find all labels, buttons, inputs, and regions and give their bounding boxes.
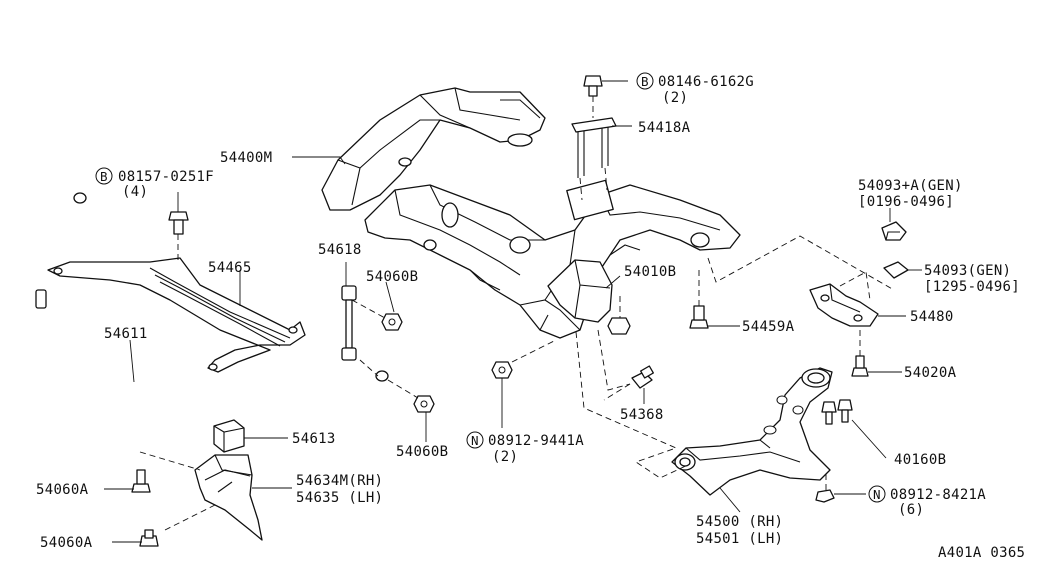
leader-lines bbox=[104, 125, 902, 543]
crossmember-54400m bbox=[321, 87, 741, 339]
label-08146-code: 08146-6162G bbox=[658, 74, 754, 90]
bracket-54418a bbox=[571, 117, 617, 201]
bushing-54613 bbox=[213, 419, 245, 453]
label-54093a-range: [0196-0496] bbox=[858, 194, 954, 210]
stabilizer-bar-54611 bbox=[21, 192, 389, 418]
bolt-marker-icon bbox=[636, 72, 654, 90]
bracket-54634m bbox=[139, 451, 263, 541]
label-54060a-upper: 54060A bbox=[36, 482, 89, 498]
label-54618: 54618 bbox=[318, 242, 362, 258]
label-40160b: 40160B bbox=[894, 452, 946, 468]
nut-54060b-upper bbox=[381, 313, 403, 331]
bolt-54368 bbox=[603, 365, 654, 401]
clip-54093a bbox=[881, 208, 907, 241]
label-54611: 54611 bbox=[104, 326, 148, 342]
bolt-54459a bbox=[689, 268, 709, 329]
label-54459a: 54459A bbox=[742, 319, 795, 335]
bolt-54060a-lower bbox=[139, 529, 159, 547]
label-54093-range: [1295-0496] bbox=[924, 279, 1020, 295]
bolt-54020a bbox=[851, 326, 869, 377]
label-54465: 54465 bbox=[208, 260, 252, 276]
nut-08912-8421a bbox=[815, 470, 835, 503]
bolt-marker-icon bbox=[95, 167, 113, 185]
dash-route-3 bbox=[575, 331, 691, 479]
label-08146-prefix: B bbox=[641, 74, 649, 89]
label-54634m: 54634M(RH) bbox=[296, 473, 383, 489]
label-54635: 54635 (LH) bbox=[296, 490, 383, 506]
label-08157-prefix: B bbox=[100, 169, 108, 184]
label-54020a: 54020A bbox=[904, 365, 957, 381]
label-54501: 54501 (LH) bbox=[696, 531, 783, 547]
figure-id: A401A 0365 bbox=[938, 545, 1025, 561]
label-54060a-lower: 54060A bbox=[40, 535, 93, 551]
bolt-08146 bbox=[583, 75, 628, 118]
label-54418a: 54418A bbox=[638, 120, 691, 136]
label-08912-8421-code: 08912-8421A bbox=[890, 487, 986, 503]
mount-54010b bbox=[547, 259, 631, 335]
bolt-54060a-upper bbox=[131, 469, 151, 493]
label-08912-8421-prefix: N bbox=[873, 487, 881, 502]
label-08912-8421-qty: (6) bbox=[898, 502, 924, 518]
label-54060b-upper: 54060B bbox=[366, 269, 418, 285]
label-54010b: 54010B bbox=[624, 264, 676, 280]
bolt-08157 bbox=[168, 192, 189, 262]
label-54400m: 54400M bbox=[220, 150, 272, 166]
label-54093: 54093(GEN) bbox=[924, 263, 1011, 279]
nut-marker-icon bbox=[868, 485, 886, 503]
dash-route-4 bbox=[597, 329, 631, 391]
label-08157-qty: (4) bbox=[122, 184, 148, 200]
bracket-54465 bbox=[47, 257, 306, 373]
label-54368: 54368 bbox=[620, 407, 664, 423]
bolt-40160b bbox=[821, 399, 853, 425]
nut-08912-9441a bbox=[491, 339, 557, 379]
label-08912-9441-prefix: N bbox=[471, 433, 479, 448]
label-54480: 54480 bbox=[910, 309, 954, 325]
label-08912-9441-code: 08912-9441A bbox=[488, 433, 584, 449]
label-08146-qty: (2) bbox=[662, 90, 688, 106]
control-arm-54500 bbox=[671, 367, 833, 496]
label-08157-code: 08157-0251F bbox=[118, 169, 214, 185]
clip-54093 bbox=[883, 261, 922, 279]
bracket-54480 bbox=[809, 283, 906, 327]
dash-route-1 bbox=[707, 235, 895, 291]
nut-marker-icon bbox=[466, 431, 484, 449]
label-54500: 54500 (RH) bbox=[696, 514, 783, 530]
nut-54060b-lower bbox=[387, 379, 435, 413]
label-54613: 54613 bbox=[292, 431, 336, 447]
label-54093a: 54093+A(GEN) bbox=[858, 178, 963, 194]
labels: B 08146-6162G (2) 54418A 54400M B 08157-… bbox=[36, 72, 1025, 561]
label-54060b-lower: 54060B bbox=[396, 444, 448, 460]
label-08912-9441-qty: (2) bbox=[492, 449, 518, 465]
link-54618 bbox=[341, 285, 386, 377]
